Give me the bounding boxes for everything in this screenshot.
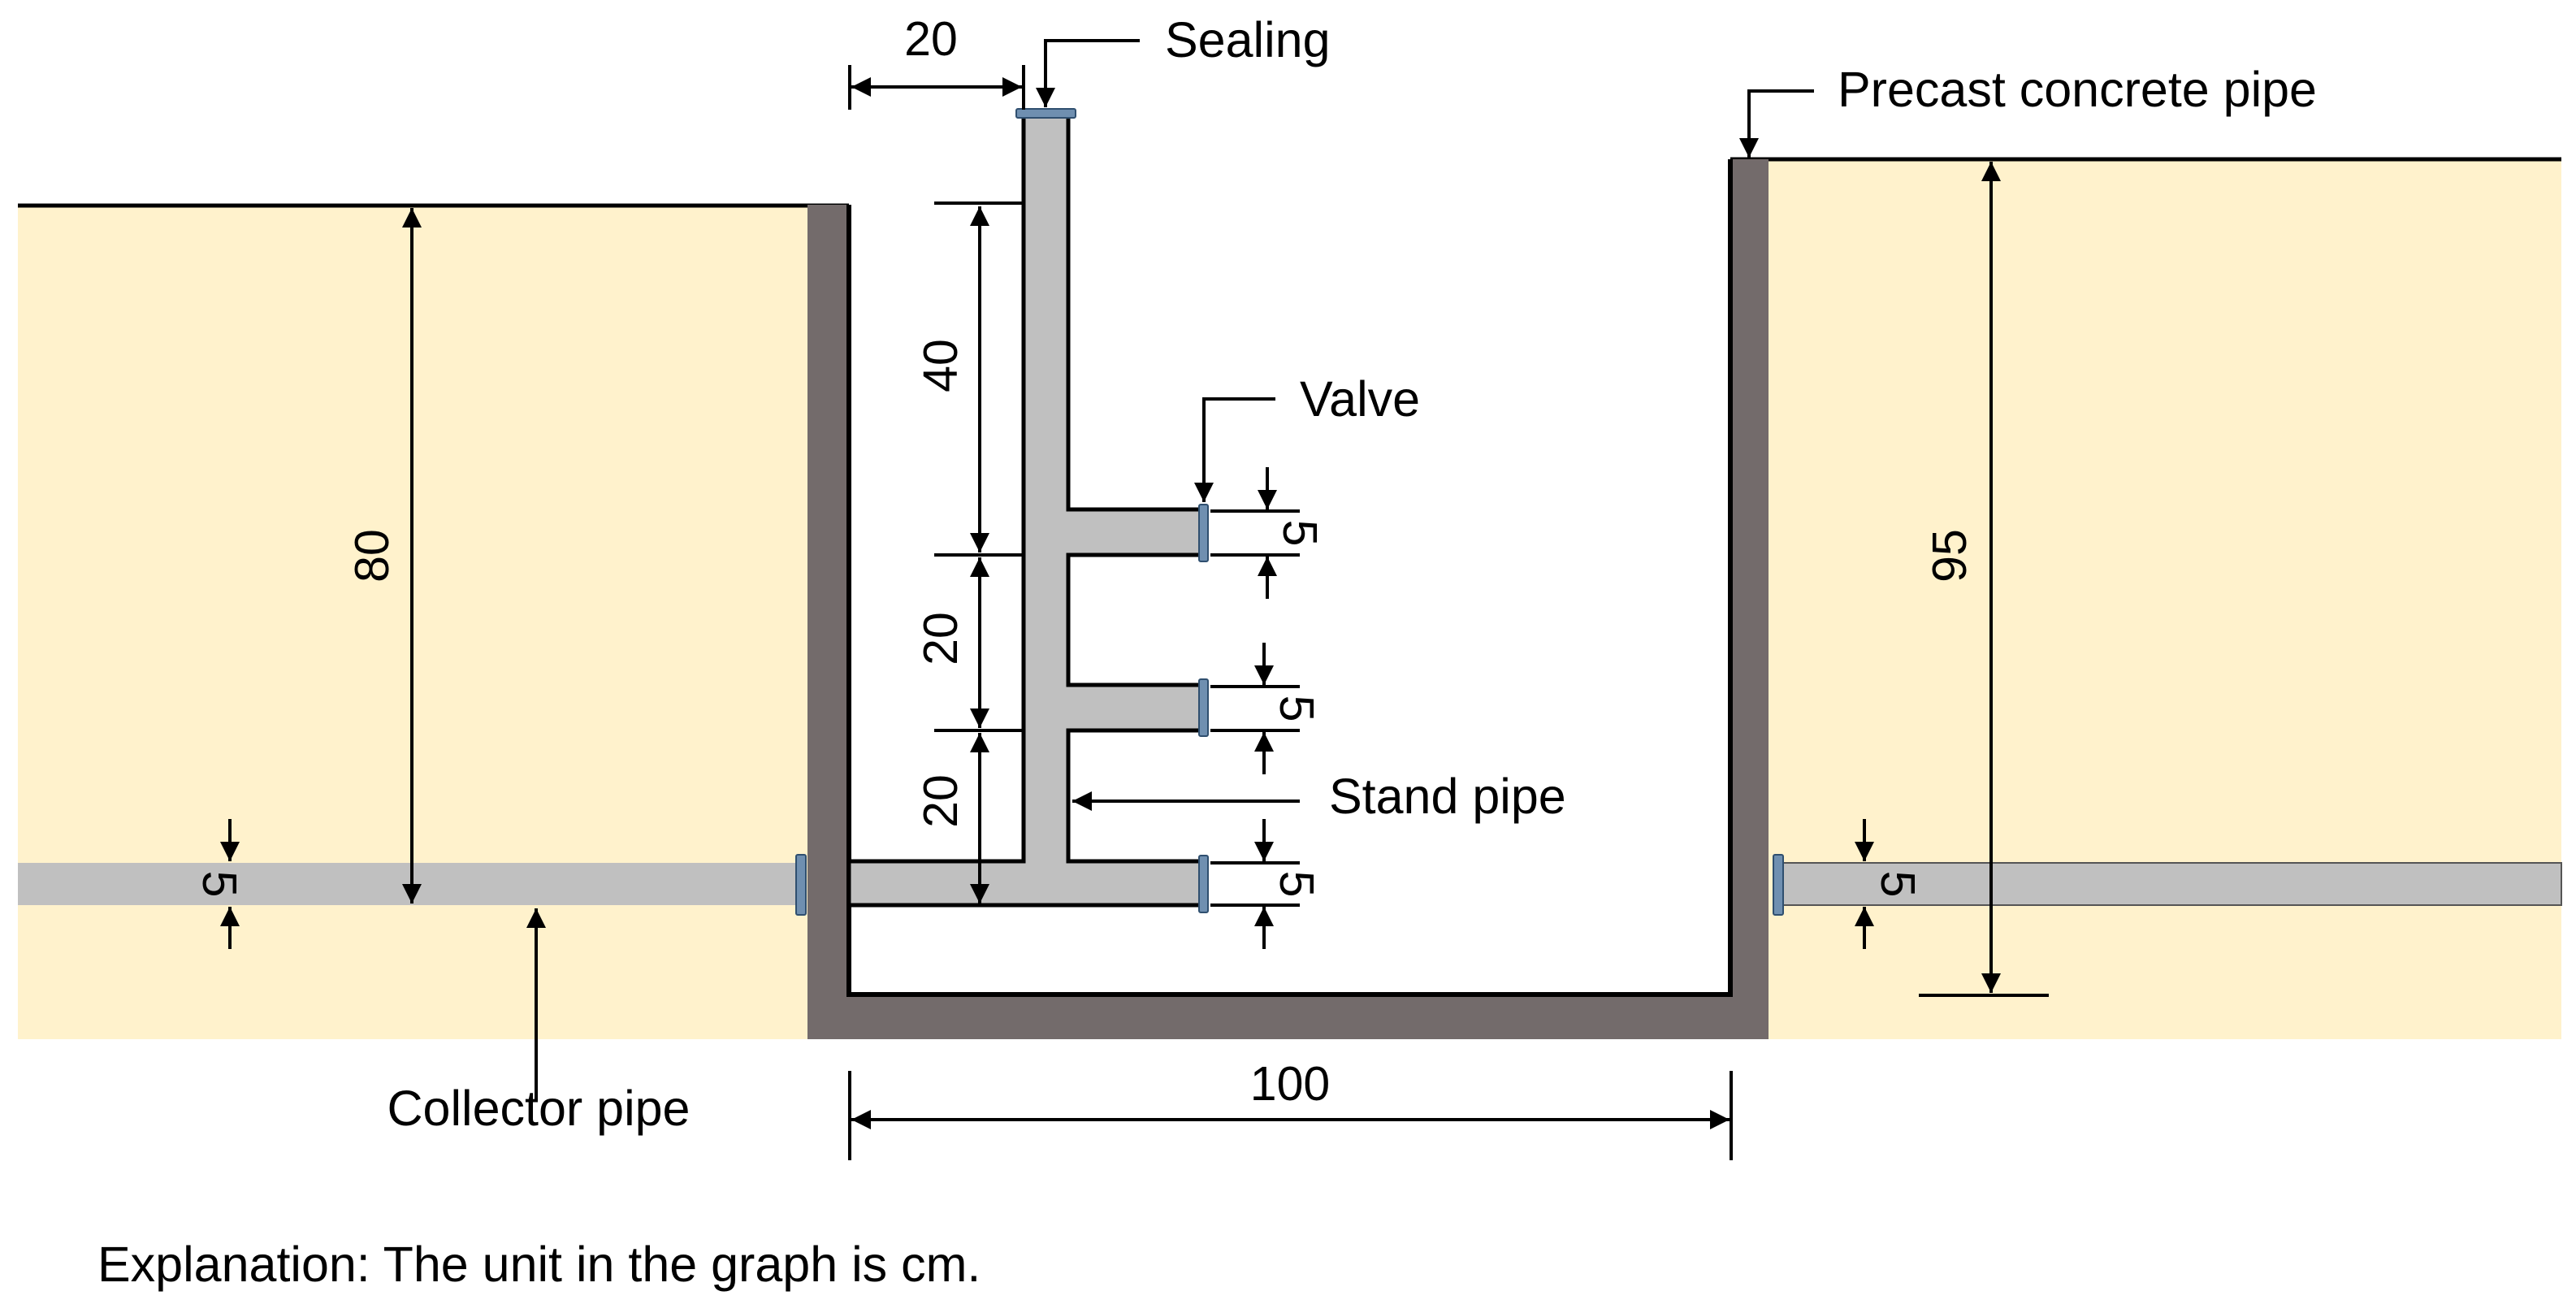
chamber-outline bbox=[846, 159, 1733, 997]
valve-3 bbox=[1198, 855, 1209, 913]
soil-right bbox=[1769, 159, 2561, 1039]
valve-label: Valve bbox=[1300, 371, 1420, 427]
dim-valve-3-group: 5 bbox=[1210, 819, 1323, 949]
dim-lower-segment: 20 bbox=[914, 774, 968, 828]
dim-chamber-width: 100 bbox=[1250, 1057, 1330, 1111]
collector-pipe-label: Collector pipe bbox=[387, 1081, 691, 1136]
collector-pipe-right bbox=[1778, 862, 2562, 906]
flange-collector-left bbox=[795, 854, 807, 916]
stand-pipe bbox=[846, 110, 1203, 908]
dim-collector-right-group: 5 bbox=[1855, 819, 1924, 949]
explanation-note: Explanation: The unit in the graph is cm… bbox=[97, 1237, 981, 1292]
sealing-label: Sealing bbox=[1165, 12, 1331, 67]
dim-valve-2: 5 bbox=[1270, 696, 1323, 722]
dim-valve-2-group: 5 bbox=[1210, 643, 1323, 774]
sealing-leader bbox=[1036, 39, 1140, 107]
valve-leader bbox=[1194, 397, 1275, 502]
dim-valve-1-group: 5 bbox=[1210, 467, 1327, 599]
valve-1 bbox=[1198, 504, 1209, 562]
stand-pipe-label: Stand pipe bbox=[1329, 769, 1566, 824]
sealing-cap bbox=[1015, 108, 1076, 119]
dim-upper-segment: 40 bbox=[914, 339, 968, 392]
dim-stand-pipe-offset: 20 bbox=[904, 12, 958, 66]
precast-concrete-pipe bbox=[807, 159, 1769, 1039]
dim-valve-3: 5 bbox=[1270, 871, 1323, 898]
dim-collector-right: 5 bbox=[1871, 871, 1924, 898]
valve-2 bbox=[1198, 678, 1209, 737]
dim-collector-left: 5 bbox=[193, 871, 246, 898]
dim-right-depth: 95 bbox=[1923, 529, 1976, 583]
dim-collector-left-group: 5 bbox=[193, 819, 246, 949]
precast-concrete-pipe-label: Precast concrete pipe bbox=[1838, 62, 2317, 117]
flange-collector-right bbox=[1773, 854, 1784, 916]
dim-left-depth: 80 bbox=[345, 529, 399, 583]
dim-middle-segment: 20 bbox=[914, 612, 968, 665]
precast-leader bbox=[1739, 89, 1814, 158]
dim-valve-1: 5 bbox=[1273, 520, 1327, 547]
collector-pipe-left bbox=[18, 863, 798, 905]
